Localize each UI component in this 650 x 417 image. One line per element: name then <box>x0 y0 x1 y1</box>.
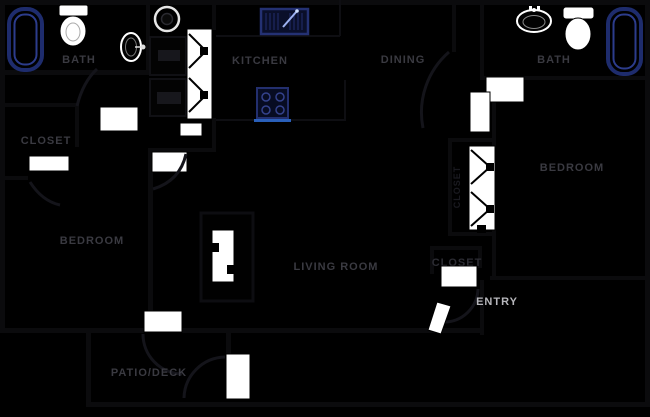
wall-bedroomleft-bottom <box>0 328 144 333</box>
wall-entrycloset-right <box>478 246 482 268</box>
door-swing-arc <box>28 181 61 207</box>
faucet-icon <box>282 10 298 28</box>
washer-label-blob <box>158 50 180 61</box>
wall-bedroomright-left-upper <box>492 80 496 148</box>
patio: PATIO/DECK <box>111 353 251 400</box>
laundry-closet <box>149 5 213 120</box>
bedroom-right: CLOSET BEDROOM <box>452 145 604 233</box>
entry-door-leaf <box>427 301 452 335</box>
wall-bedroomright-left-lower <box>492 228 496 280</box>
door-panel <box>179 122 203 137</box>
bath-left: BATH <box>7 4 146 72</box>
room-label-closet-right: CLOSET <box>452 166 462 209</box>
bifold-doors-icon <box>186 28 213 120</box>
door-panel <box>225 353 251 400</box>
fireplace-icon <box>199 211 255 303</box>
toilet-icon <box>562 6 595 51</box>
washer-icon <box>149 36 187 76</box>
bedroom-left: BEDROOM <box>60 67 203 376</box>
bathtub-icon <box>606 7 643 76</box>
wall-bathright-left <box>480 0 484 80</box>
wall-left <box>0 0 5 333</box>
stove-front-edge <box>254 119 291 122</box>
door-swing-arc <box>443 288 480 324</box>
wall-laundry-top-stub <box>212 0 216 30</box>
wall-bedroomright-bottom <box>490 276 650 280</box>
wall-closetright-left <box>448 138 452 236</box>
wall-closetleft-right <box>75 103 79 147</box>
door-panel <box>485 76 525 103</box>
kitchen: KITCHEN <box>232 7 310 122</box>
door-panel <box>28 155 70 172</box>
bathtub-icon <box>7 7 44 72</box>
door-panel <box>440 265 478 288</box>
door-panel <box>143 310 183 333</box>
room-label-entry: ENTRY <box>476 296 518 308</box>
dryer-icon <box>149 78 187 117</box>
door-panel <box>469 91 491 133</box>
wall-laundry-bottom-stub <box>212 118 216 152</box>
sink-icon <box>516 6 552 33</box>
wall-bathleft-right <box>146 0 150 73</box>
wall-patio-left <box>86 333 91 403</box>
faucet-icon <box>529 6 532 11</box>
door-panel <box>151 151 188 173</box>
wall-entry-left <box>480 280 484 335</box>
sink-icon <box>120 32 146 62</box>
room-label-closet-left: CLOSET <box>21 135 72 147</box>
wall-closetleft-top <box>0 103 78 107</box>
entry-area: CLOSET ENTRY <box>427 257 518 335</box>
wall-right <box>645 0 650 407</box>
door-swing-arc <box>182 355 226 399</box>
wall-top <box>0 0 650 5</box>
door-swing-arc <box>141 333 183 376</box>
wall-dining-divider <box>452 0 456 52</box>
room-label-bath-left: BATH <box>62 54 96 66</box>
bathtub-inner-icon <box>612 13 637 70</box>
wall-bottom <box>86 402 650 407</box>
stove-icon <box>254 87 291 122</box>
door-swing-arc <box>152 153 188 191</box>
door-swing-arc <box>75 67 99 107</box>
wall-entrycloset-top <box>430 246 482 250</box>
wall-bedroomleft-right <box>148 152 153 330</box>
bathtub-inner-icon <box>13 13 38 66</box>
wall-closetright-bottom <box>448 232 496 236</box>
room-label-bedroom-left: BEDROOM <box>60 235 124 247</box>
bath-right: BATH <box>516 6 643 76</box>
toilet-icon <box>58 4 89 47</box>
room-label-bath-right: BATH <box>537 54 571 66</box>
dryer-label-blob <box>157 92 181 104</box>
room-label-living-room: LIVING ROOM <box>294 261 379 273</box>
closet-mirror-doors-icon <box>468 145 496 233</box>
wall-living-bottom <box>182 328 480 333</box>
wall-bathright-bottom <box>480 76 650 80</box>
door-panel <box>99 106 139 132</box>
room-label-patio: PATIO/DECK <box>111 367 187 379</box>
room-label-dining: DINING <box>381 54 426 66</box>
walls <box>0 0 650 407</box>
hall-right-doors <box>419 50 525 133</box>
closet-left: CLOSET <box>21 135 72 207</box>
wall-entrycloset-left <box>430 246 434 274</box>
door-swing-arc <box>419 50 450 129</box>
kitchen-sink-icon <box>259 7 310 36</box>
wall-bathleft-bottom <box>0 70 152 75</box>
room-label-kitchen: KITCHEN <box>232 55 288 67</box>
wall-hall-bottom <box>148 148 212 152</box>
wall-patio-right-stub <box>226 328 231 356</box>
room-label-bedroom-right: BEDROOM <box>540 162 604 174</box>
wall-closetright-top <box>448 138 496 142</box>
wall-closetleft-bottom <box>0 176 28 180</box>
